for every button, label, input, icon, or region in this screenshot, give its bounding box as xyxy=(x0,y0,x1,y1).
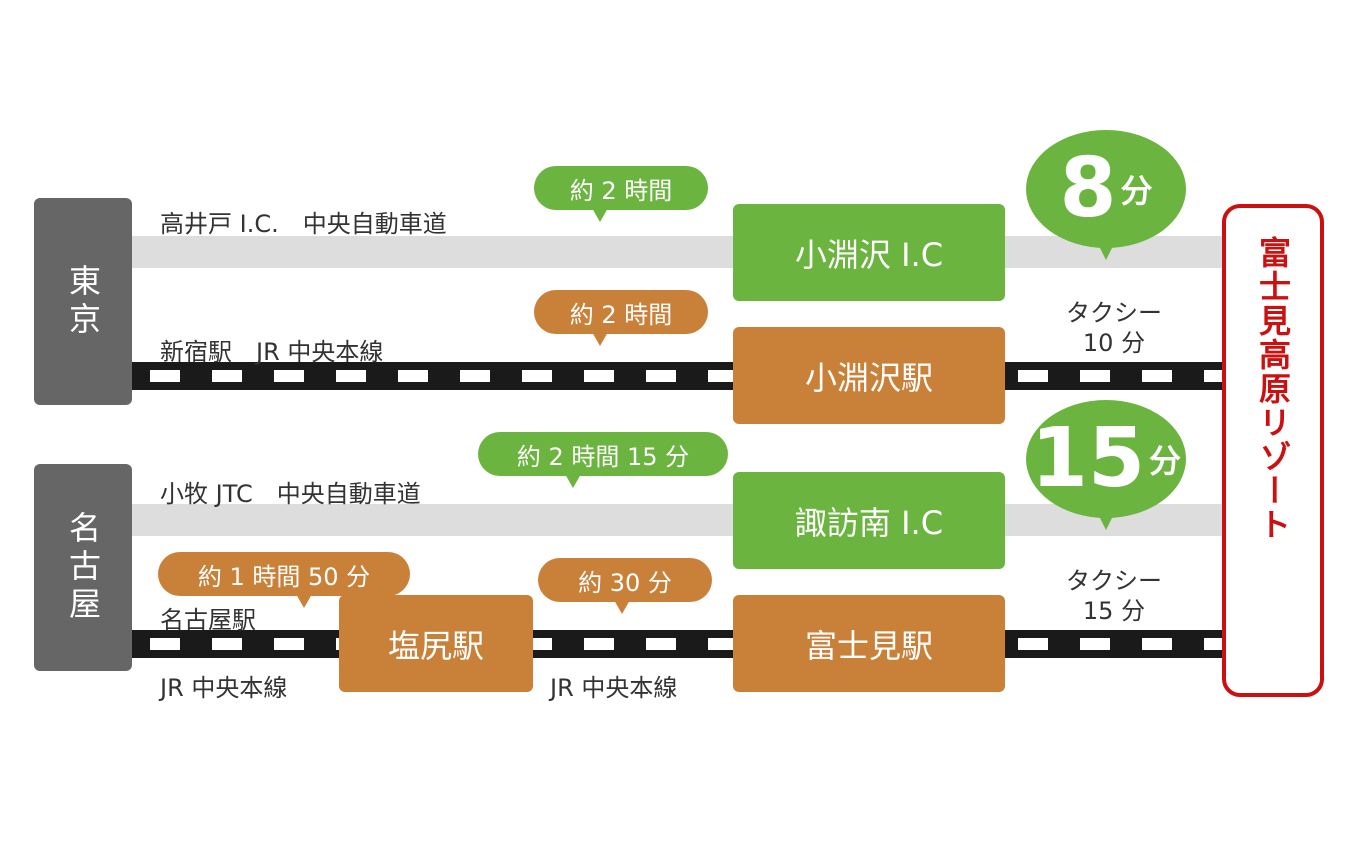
nagoya-highway-time: 約 2 時間 15 分 xyxy=(516,442,690,471)
nagoya-highway-ic-box: 諏訪南 I.C xyxy=(733,472,1005,569)
tokyo-rail-station-box: 小淵沢駅 xyxy=(733,327,1005,424)
origin-tokyo-label: 東京 xyxy=(64,263,102,340)
tokyo-highway-final-unit: 分 xyxy=(1120,172,1153,210)
nagoya-rail-label-top: 名古屋駅 xyxy=(160,606,256,634)
nagoya-rail-transfer-label: 塩尻駅 xyxy=(387,626,484,665)
nagoya-rail-time2: 約 30 分 xyxy=(578,568,672,597)
nagoya-highway-final-bubble: 15 分 xyxy=(1026,400,1186,518)
tokyo-highway-time: 約 2 時間 xyxy=(569,176,673,205)
nagoya-rail-station-box: 富士見駅 xyxy=(733,595,1005,692)
nagoya-rail-time2-bubble: 約 30 分 xyxy=(538,558,712,602)
tokyo-highway-final-number: 8 xyxy=(1059,141,1117,236)
tokyo-highway-ic-box: 小淵沢 I.C xyxy=(733,204,1005,301)
origin-tokyo: 東京 xyxy=(34,198,132,405)
nagoya-rail-time1-bubble: 約 1 時間 50 分 xyxy=(158,552,410,596)
tokyo-rail-time-bubble: 約 2 時間 xyxy=(534,290,708,334)
tokyo-highway-final-bubble: 8 分 xyxy=(1026,130,1186,248)
tokyo-rail-time: 約 2 時間 xyxy=(569,300,673,329)
nagoya-rail-station-label: 富士見駅 xyxy=(804,626,933,665)
nagoya-taxi-time: 15 分 xyxy=(1082,597,1146,625)
tokyo-highway-road xyxy=(132,236,1224,268)
tokyo-taxi-time: 10 分 xyxy=(1082,329,1146,357)
nagoya-rail-transfer-box: 塩尻駅 xyxy=(339,595,533,692)
nagoya-rail-track xyxy=(132,630,1224,658)
destination-label: 富士見高原リゾート xyxy=(1254,236,1292,542)
nagoya-taxi-label: タクシー xyxy=(1066,567,1162,595)
nagoya-rail-label-bottom-1: JR 中央本線 xyxy=(160,674,288,702)
nagoya-highway-ic-label: 諏訪南 I.C xyxy=(794,503,944,542)
origin-nagoya: 名古屋 xyxy=(34,464,132,671)
tokyo-highway-ic-label: 小淵沢 I.C xyxy=(794,235,944,274)
tokyo-rail-label: 新宿駅 JR 中央本線 xyxy=(160,338,384,366)
destination-box: 富士見高原リゾート xyxy=(1222,204,1324,697)
nagoya-highway-label: 小牧 JTC 中央自動車道 xyxy=(160,480,421,508)
tokyo-taxi-label: タクシー xyxy=(1066,299,1162,327)
tokyo-taxi-info: タクシー 10 分 xyxy=(1044,298,1184,358)
tokyo-highway-time-bubble: 約 2 時間 xyxy=(534,166,708,210)
nagoya-highway-final-number: 15 xyxy=(1030,411,1146,506)
nagoya-rail-time1: 約 1 時間 50 分 xyxy=(197,562,371,591)
nagoya-highway-road xyxy=(132,504,1224,536)
nagoya-rail-label-bottom-2: JR 中央本線 xyxy=(550,674,678,702)
tokyo-rail-station-label: 小淵沢駅 xyxy=(804,358,933,397)
tokyo-highway-label: 高井戸 I.C. 中央自動車道 xyxy=(160,210,447,238)
origin-nagoya-label: 名古屋 xyxy=(64,510,102,625)
nagoya-taxi-info: タクシー 15 分 xyxy=(1044,566,1184,626)
nagoya-highway-time-bubble: 約 2 時間 15 分 xyxy=(478,432,728,476)
nagoya-highway-final-unit: 分 xyxy=(1149,442,1182,480)
